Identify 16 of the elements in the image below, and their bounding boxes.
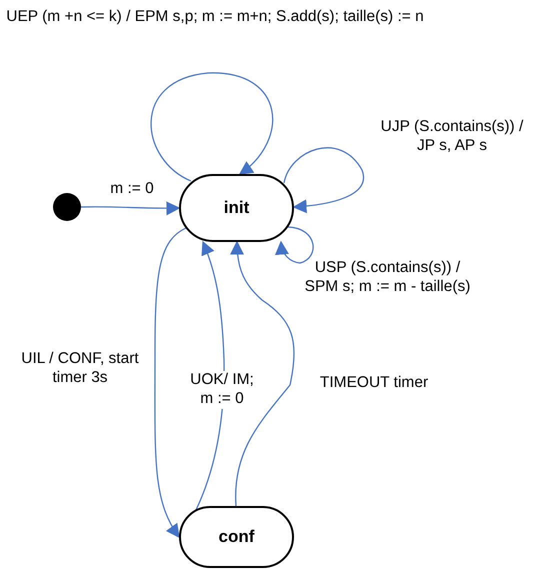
transition-arrow — [154, 227, 186, 538]
state-box — [179, 174, 294, 242]
transition-arrow — [230, 240, 295, 506]
edge-label: m := 0 — [109, 180, 155, 199]
transition-arrow — [80, 201, 180, 216]
edge-label: UJP (S.contains(s)) / JP s, AP s — [380, 118, 524, 156]
edge-label: UEP (m +n <= k) / EPM s,p; m := m+n; S.add(s); taille(s) := n — [5, 8, 425, 27]
self-transition-arrow — [283, 147, 364, 214]
state-name: conf — [218, 527, 254, 547]
state-name: init — [224, 198, 250, 218]
edge-label: UIL / CONF, start timer 3s — [20, 350, 140, 388]
initial-state-dot — [53, 193, 81, 221]
self-transition-arrow — [150, 72, 274, 182]
edge-label: USP (S.contains(s)) / SPM s; m := m - taille(s) — [304, 259, 472, 297]
edge-label: TIMEOUT timer — [318, 374, 430, 393]
self-transition-arrow — [276, 226, 314, 264]
